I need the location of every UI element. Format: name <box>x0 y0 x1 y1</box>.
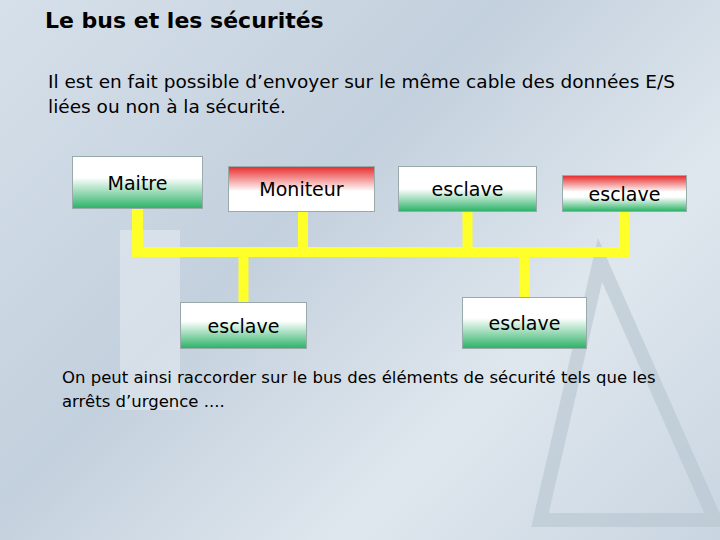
slave-box: esclave <box>562 175 687 212</box>
node-label: esclave <box>432 178 504 200</box>
node-label: esclave <box>208 315 280 337</box>
caption: On peut ainsi raccorder sur le bus des é… <box>62 366 702 414</box>
slide-title: Le bus et les sécurités <box>45 8 324 33</box>
intro-text: Il est en fait possible d’envoyer sur le… <box>48 70 708 120</box>
bus-cable <box>138 209 468 252</box>
master-box: Maitre <box>72 156 203 209</box>
node-label: esclave <box>589 183 661 205</box>
node-label: esclave <box>489 312 561 334</box>
slave-box: Moniteur <box>228 166 375 212</box>
slave-box: esclave <box>462 297 587 349</box>
node-label: Moniteur <box>259 178 343 200</box>
slave-box: esclave <box>180 302 307 349</box>
bus-cable <box>138 209 303 252</box>
bus-cable <box>138 209 625 252</box>
node-label: Maitre <box>108 172 168 194</box>
bus-cable <box>138 209 525 297</box>
slave-box: esclave <box>398 166 537 212</box>
